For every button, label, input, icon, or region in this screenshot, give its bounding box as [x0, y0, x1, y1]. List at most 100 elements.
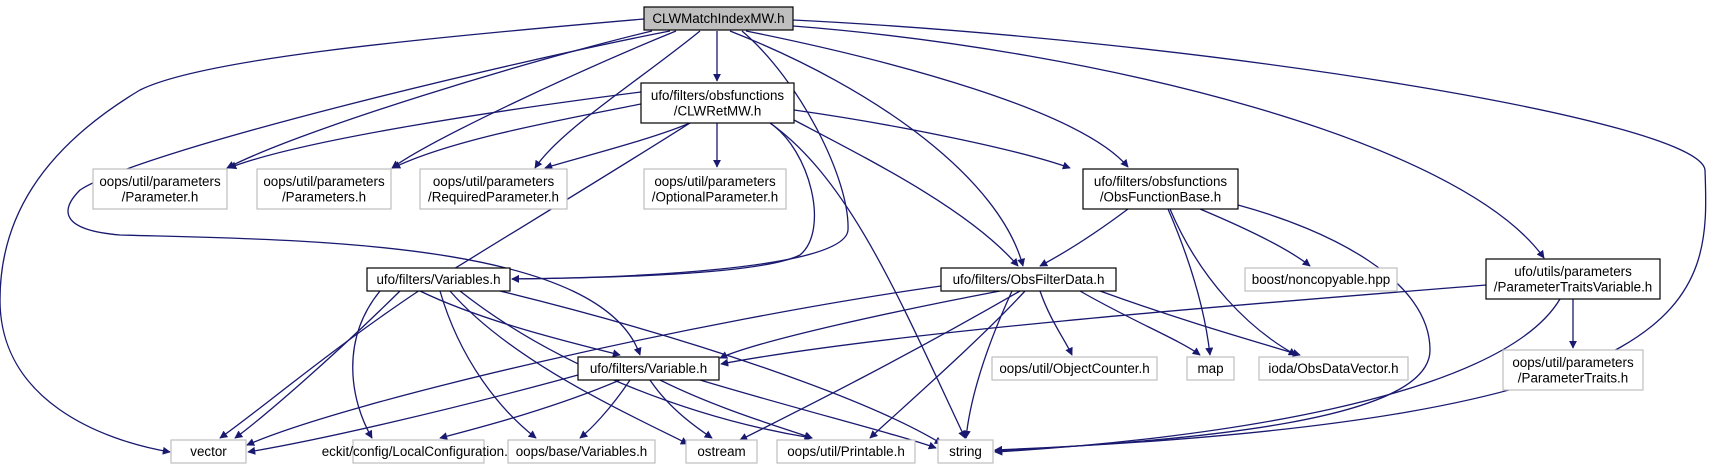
- node-label: ufo/utils/parameters: [1514, 264, 1632, 279]
- node-label: ostream: [697, 444, 745, 459]
- node-box: [1244, 267, 1398, 292]
- node-label: ufo/filters/ObsFilterData.h: [953, 272, 1105, 287]
- node-label: map: [1197, 361, 1223, 376]
- node-box: [170, 439, 247, 464]
- node-label: ioda/ObsDataVector.h: [1268, 361, 1398, 376]
- node-string: string: [937, 439, 994, 464]
- edge-obsfilterdata-to-objectcounter: [1039, 290, 1073, 356]
- node-parameter: oops/util/parameters/Parameter.h: [92, 168, 228, 210]
- edge-clwmatchindexmw-to-variable_h: [67, 30, 671, 356]
- node-clwretmw[interactable]: ufo/filters/obsfunctions/CLWRetMW.h: [640, 82, 795, 124]
- node-parametertraitsvariable[interactable]: ufo/utils/parameters/ParameterTraitsVari…: [1485, 258, 1661, 300]
- edge-clwmatchindexmw-to-obsfunctionbase: [745, 30, 1129, 168]
- node-label: oops/util/ObjectCounter.h: [999, 361, 1149, 376]
- node-box: [577, 356, 720, 381]
- node-label: ufo/filters/Variables.h: [376, 272, 500, 287]
- dependency-edges: [0, 18, 1707, 456]
- node-ostream: ostream: [685, 439, 758, 464]
- file-nodes: CLWMatchIndexMW.h ufo/filters/obsfunction…: [92, 6, 1661, 464]
- node-box: [991, 356, 1158, 381]
- node-parameters: oops/util/parameters/Parameters.h: [256, 168, 392, 210]
- node-label: /OptionalParameter.h: [652, 189, 779, 204]
- node-box: [776, 439, 916, 464]
- node-box: [643, 168, 787, 210]
- edge-clwmatchindexmw-to-vector: [0, 18, 645, 455]
- node-printable: oops/util/Printable.h: [776, 439, 916, 464]
- node-box: [1082, 168, 1239, 210]
- edge-clwmatchindexmw-to-parameter: [226, 30, 653, 169]
- node-requiredparameter: oops/util/parameters/RequiredParameter.h: [419, 168, 568, 210]
- node-box: [940, 267, 1117, 292]
- node-label: /Parameter.h: [122, 189, 199, 204]
- node-objectcounter: oops/util/ObjectCounter.h: [991, 356, 1158, 381]
- edge-clwretmw-to-obsfunctionbase: [793, 109, 1071, 170]
- edge-clwretmw-to-requiredparameter: [544, 122, 691, 170]
- node-box: [1186, 356, 1235, 381]
- node-obsfilterdata[interactable]: ufo/filters/ObsFilterData.h: [940, 267, 1117, 292]
- node-optionalparameter: oops/util/parameters/OptionalParameter.h: [643, 168, 787, 210]
- node-oops-base-variables: oops/base/Variables.h: [507, 439, 656, 464]
- edge-clwmatchindexmw-to-string: [792, 19, 1707, 454]
- edge-variables_h-to-oops_base_variables: [439, 290, 537, 439]
- node-box: [1485, 258, 1661, 300]
- node-label: ufo/filters/obsfunctions: [1094, 174, 1228, 189]
- edge-clwretmw-to-variables_h: [511, 122, 816, 283]
- node-box: [643, 6, 794, 31]
- edge-clwretmw-to-parameters: [392, 103, 642, 169]
- node-variables-h[interactable]: ufo/filters/Variables.h: [366, 267, 511, 292]
- edge-obsfilterdata-to-string: [962, 290, 1013, 439]
- edge-clwmatchindexmw-to-requiredparameter: [534, 30, 701, 169]
- edge-variable_h-to-string: [699, 379, 937, 450]
- node-label: oops/util/parameters: [1512, 355, 1634, 370]
- edge-variable_h-to-localconfiguration: [439, 379, 621, 441]
- node-parametertraits: oops/util/parameters/ParameterTraits.h: [1502, 349, 1644, 391]
- node-variable-h[interactable]: ufo/filters/Variable.h: [577, 356, 720, 381]
- edge-obsfilterdata-to-map: [1079, 290, 1201, 356]
- node-map: map: [1186, 356, 1235, 381]
- node-box: [507, 439, 656, 464]
- node-box: [256, 168, 392, 210]
- node-vector: vector: [170, 439, 247, 464]
- edge-clwretmw-to-string: [769, 122, 966, 439]
- edge-clwretmw-to-obsfilterdata: [793, 119, 1019, 267]
- edge-obsfunctionbase-to-boost_noncopyable: [1199, 208, 1311, 267]
- edge-variables_h-to-string: [499, 290, 943, 445]
- node-label: ufo/filters/obsfunctions: [651, 88, 785, 103]
- edge-variable_h-to-printable: [659, 379, 813, 440]
- node-label: oops/util/parameters: [99, 174, 221, 189]
- edge-variables_h-to-vector: [234, 290, 401, 439]
- edge-obsfilterdata-to-ostream: [739, 290, 1021, 441]
- edge-clwretmw-to-parameter: [228, 91, 642, 170]
- edge-obsfunctionbase-to-map: [1167, 208, 1214, 356]
- node-obsfunctionbase[interactable]: ufo/filters/obsfunctions/ObsFunctionBase…: [1082, 168, 1239, 210]
- node-label: oops/util/parameters: [263, 174, 385, 189]
- node-box: [92, 168, 228, 210]
- node-box: [366, 267, 511, 292]
- node-box: [352, 439, 485, 464]
- edge-variable_h-to-vector: [247, 374, 579, 455]
- node-boost-noncopyable: boost/noncopyable.hpp: [1244, 267, 1398, 292]
- edge-variables_h-to-printable: [459, 290, 813, 441]
- edge-parametertraitsvariable-to-variable_h: [720, 284, 1487, 367]
- node-box: [1502, 349, 1644, 391]
- edge-obsfilterdata-to-variable_h: [719, 290, 1001, 359]
- edge-variable_h-to-ostream: [649, 379, 713, 439]
- node-label: /ParameterTraitsVariable.h: [1494, 279, 1653, 294]
- node-box: [419, 168, 568, 210]
- edge-parametertraitsvariable-to-string: [994, 298, 1561, 456]
- node-label: CLWMatchIndexMW.h: [652, 11, 784, 26]
- node-clwmatchindexmw[interactable]: CLWMatchIndexMW.h: [643, 6, 794, 31]
- node-label: ufo/filters/Variable.h: [590, 361, 707, 376]
- node-label: oops/util/Printable.h: [787, 444, 905, 459]
- node-box: [640, 82, 795, 124]
- edge-obsfunctionbase-to-obsdatavector: [1169, 208, 1297, 356]
- node-label: /ParameterTraits.h: [1518, 370, 1628, 385]
- node-box: [685, 439, 758, 464]
- edge-obsfunctionbase-to-string: [994, 204, 1431, 455]
- edge-variables_h-to-ostream: [449, 290, 689, 445]
- edge-obsfilterdata-to-vector: [246, 285, 942, 446]
- node-label: /ObsFunctionBase.h: [1100, 189, 1221, 204]
- node-label: /CLWRetMW.h: [674, 103, 762, 118]
- node-box: [937, 439, 994, 464]
